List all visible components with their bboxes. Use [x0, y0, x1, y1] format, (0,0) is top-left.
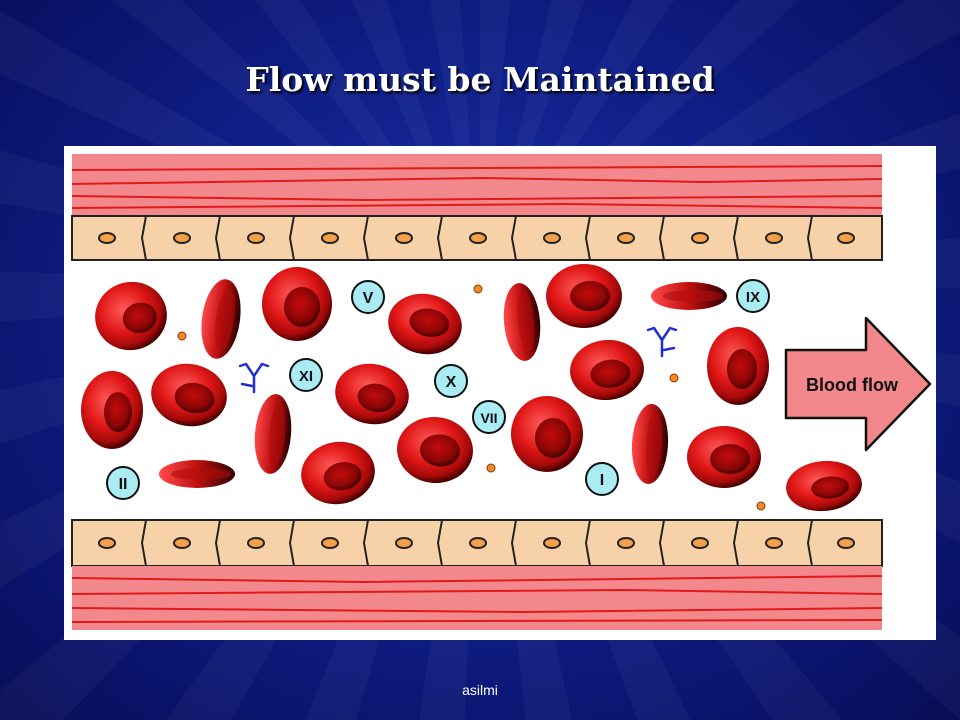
- factor-ii: II: [106, 466, 140, 500]
- rbc-edge: [159, 460, 235, 488]
- vessel-wall-top: [71, 154, 883, 216]
- slide-footer: asilmi: [462, 682, 498, 698]
- factor-x-label: X: [446, 374, 457, 391]
- slide-title: Flow must be Maintained: [245, 60, 715, 99]
- rbc-edge: [651, 282, 727, 310]
- rbc: [546, 264, 622, 328]
- factor-i-label: I: [600, 472, 604, 489]
- factor-v: V: [351, 280, 385, 314]
- rbc: [687, 426, 761, 488]
- antibodies: [238, 326, 678, 394]
- rbc: [397, 416, 473, 484]
- platelet: [473, 284, 483, 294]
- blood-flow-arrow: Blood flow: [784, 316, 932, 452]
- rbc: [301, 441, 375, 505]
- factor-ix-label: IX: [746, 289, 760, 306]
- factor-xi: XI: [289, 358, 323, 392]
- rbc: [388, 293, 462, 355]
- factor-i: I: [585, 462, 619, 496]
- endothelial-cells-bottom: [71, 519, 883, 567]
- rbc: [786, 460, 862, 512]
- platelet: [486, 463, 496, 473]
- rbc: [707, 327, 769, 405]
- factor-xi-label: XI: [299, 368, 313, 385]
- red-blood-cells-edge: [159, 279, 727, 488]
- factor-x: X: [434, 364, 468, 398]
- rbc-edge: [201, 279, 241, 359]
- rbc-edge: [254, 394, 292, 474]
- rbc: [570, 339, 644, 401]
- rbc: [335, 363, 409, 425]
- rbc-edge: [503, 283, 541, 361]
- rbc: [95, 281, 167, 351]
- red-blood-cells: [81, 264, 862, 512]
- platelets: [177, 284, 766, 511]
- factor-vii-label: VII: [480, 410, 497, 426]
- antibody-icon: [238, 362, 270, 394]
- rbc: [81, 371, 143, 449]
- vessel-wall-bottom: [71, 566, 883, 630]
- rbc: [262, 267, 332, 341]
- factor-v-label: V: [363, 290, 374, 307]
- rbc-edge: [631, 404, 669, 484]
- endothelial-cells-top: [71, 215, 883, 261]
- platelet: [669, 373, 679, 383]
- factor-vii: VII: [472, 400, 506, 434]
- blood-vessel-diagram: V IX XI X VII II: [64, 146, 936, 640]
- platelet: [756, 501, 766, 511]
- rbc: [511, 396, 583, 472]
- rbc: [151, 363, 227, 427]
- antibody-icon: [646, 326, 678, 358]
- factor-ix: IX: [736, 279, 770, 313]
- platelet: [177, 331, 187, 341]
- factor-ii-label: II: [119, 476, 128, 493]
- blood-flow-label: Blood flow: [806, 375, 899, 395]
- clotting-factors: V IX XI X VII II: [106, 279, 770, 500]
